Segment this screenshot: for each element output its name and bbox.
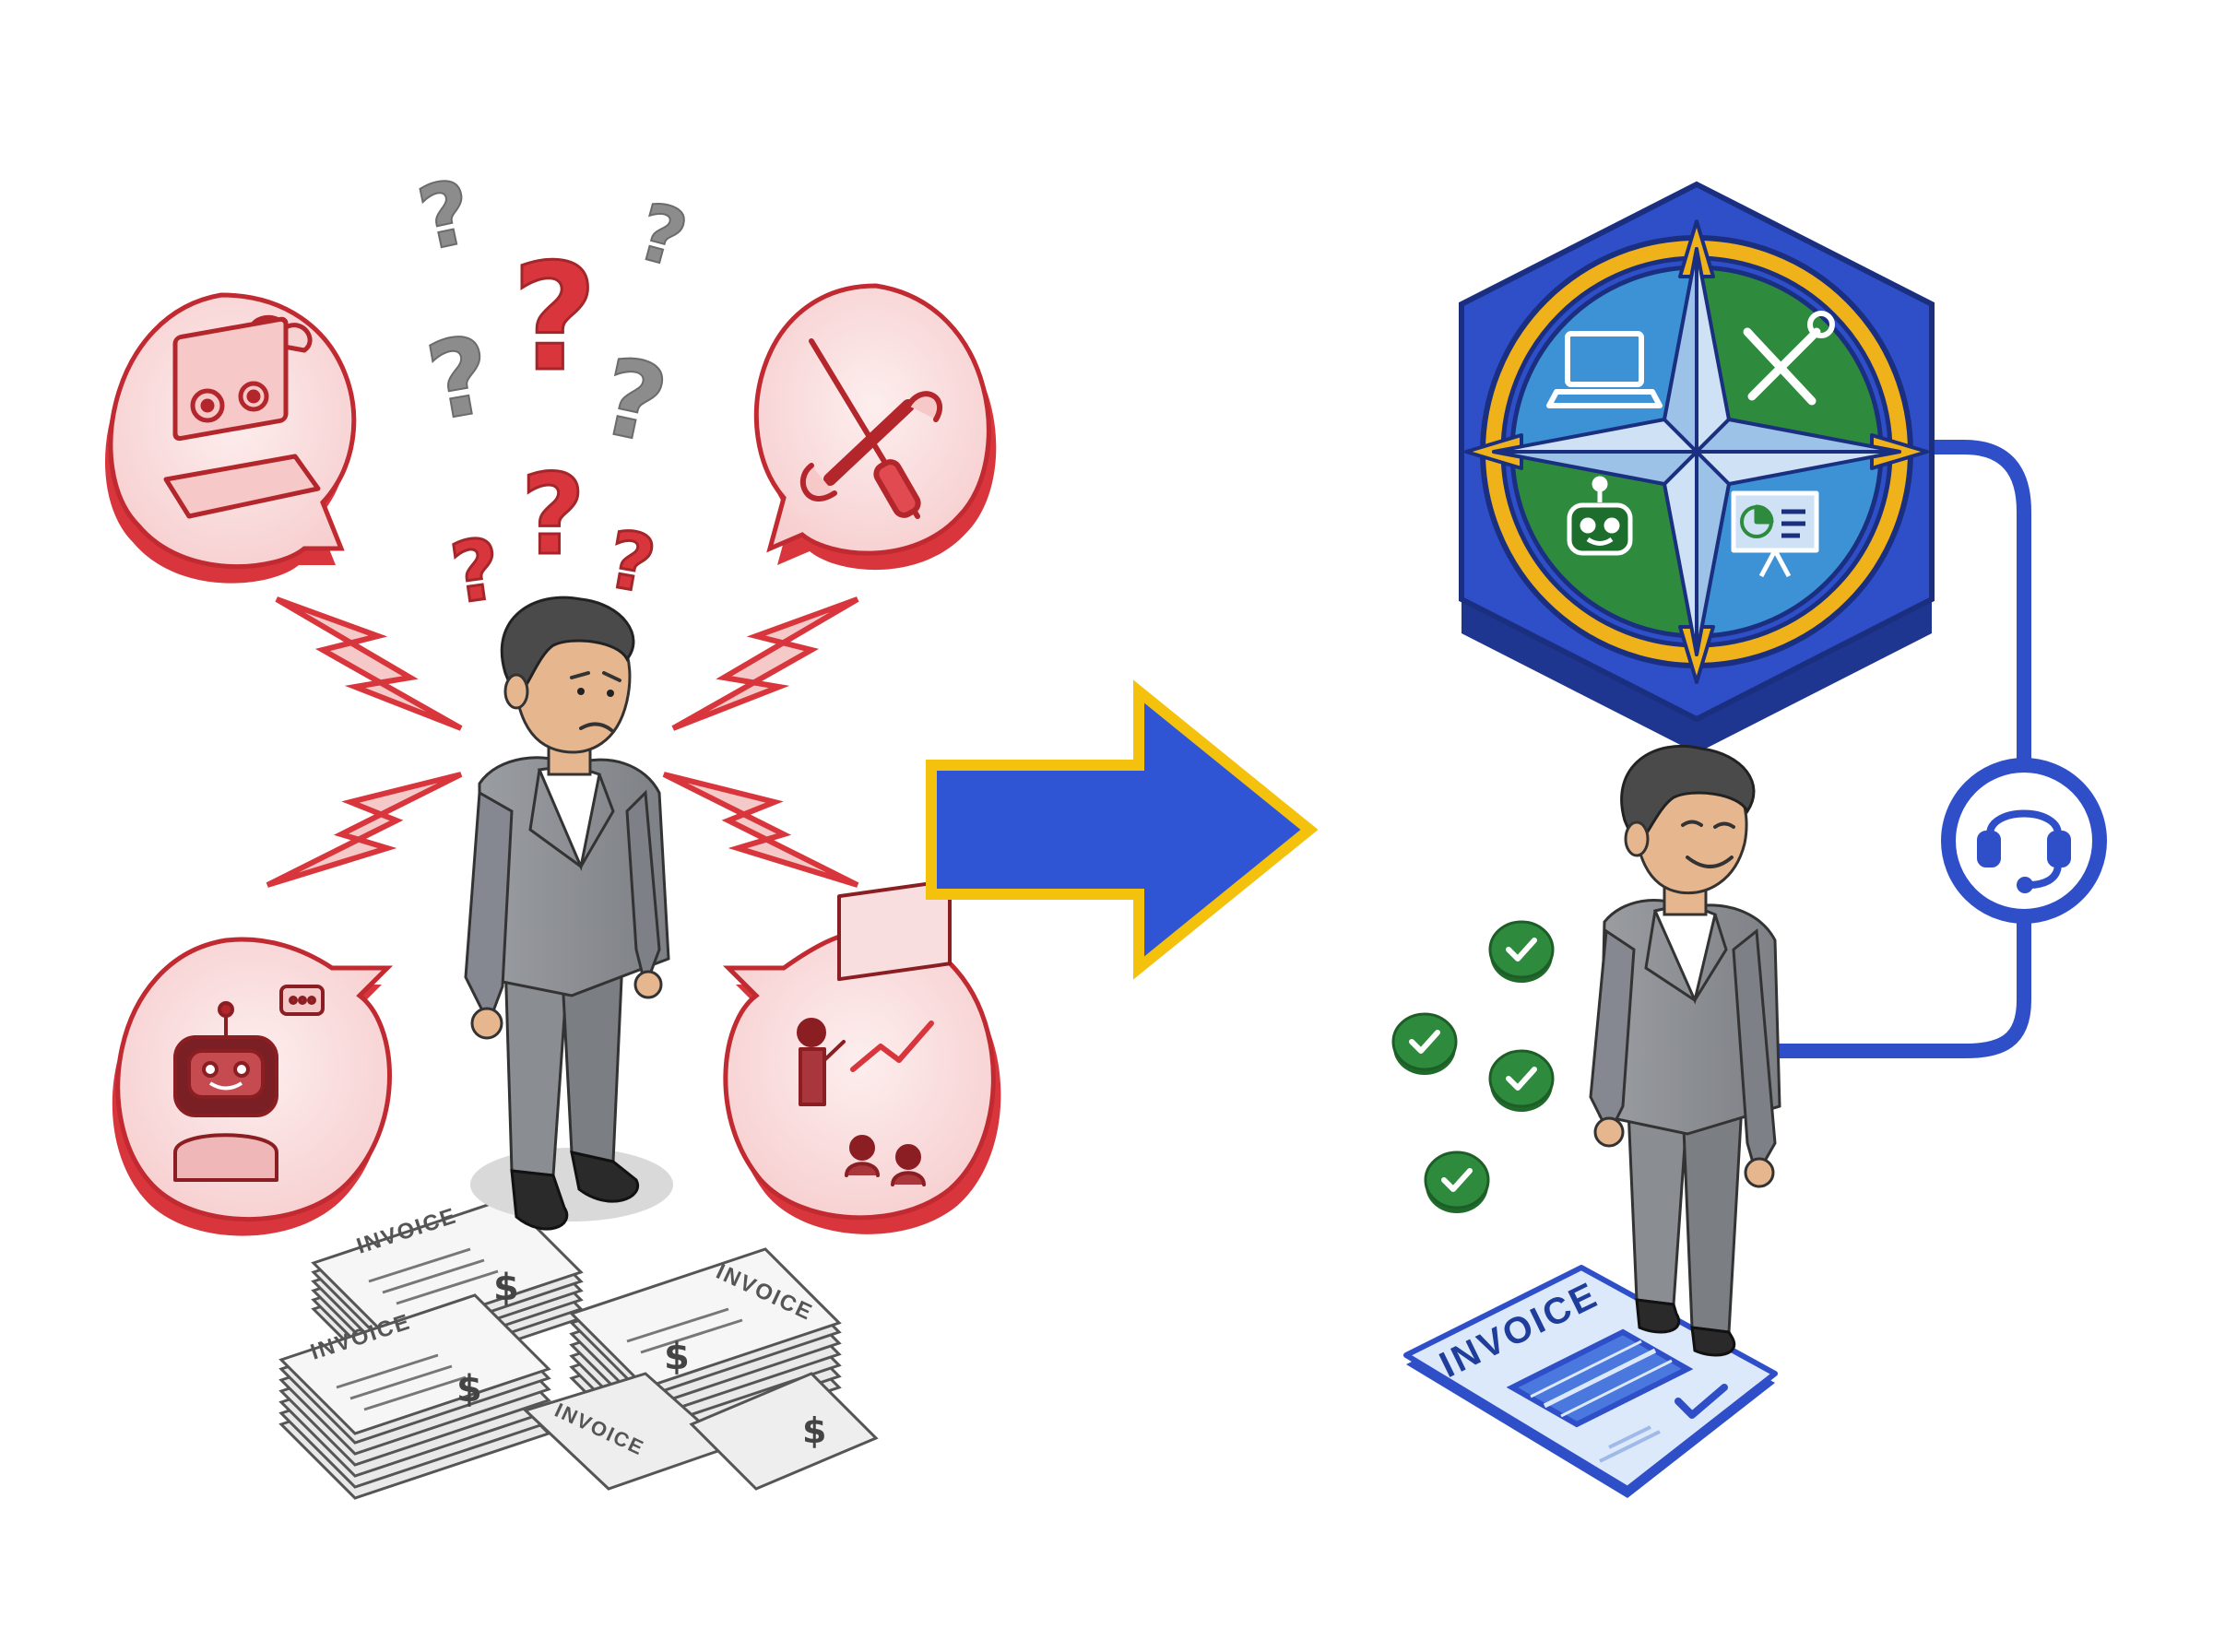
robot-chat-icon [173,985,325,1182]
transition-arrow [926,679,1319,980]
lightning-bolt-icon [671,596,859,731]
support-headset-node [1941,758,2107,924]
problem-bubble-tools [754,283,997,571]
lightning-bolt-icon [266,772,463,888]
question-mark-5: ? [591,335,677,468]
checkmark-icon [1675,1384,1728,1419]
question-mark-8: ? [601,514,662,612]
problem-scene: ? ? ? ? ? ? ? ? [105,160,1001,1500]
invoice-stack-b: INVOICE $ [278,1293,551,1500]
lightning-bolts [266,596,859,888]
invoice-stacks: INVOICE $ INVOICE [278,1197,879,1500]
laptop-gears-cloud-icon [163,314,321,519]
solution-scene: INVOICE [1393,181,2107,1498]
dollar-sign: $ [802,1410,826,1451]
problem-bubble-infrastructure [105,292,357,584]
lightning-bolt-icon [662,772,859,888]
question-mark-4: ? [419,313,501,445]
loose-invoice-sheets: INVOICE $ [523,1372,879,1491]
checkmark-icon [1393,1014,1456,1075]
question-mark-3: ? [512,231,598,404]
stressed-businessman [464,596,673,1231]
presenter-chart-icon [797,879,952,1186]
problem-bubble-ai [112,937,394,1236]
question-marks: ? ? ? ? ? ? ? ? [409,160,697,624]
support-connector [1768,440,2031,1058]
headset-icon [1977,809,2071,893]
laptop-icon [1546,331,1663,408]
tools-icon [1743,311,1835,406]
dollar-sign: $ [493,1267,519,1309]
robot-icon [1567,476,1633,556]
question-mark-2: ? [628,186,695,286]
success-checks [1393,922,1553,1213]
question-mark-6: ? [521,452,586,580]
compass-badge [1459,181,1935,753]
checkmark-icon [1490,922,1553,983]
dollar-sign: $ [664,1336,690,1378]
organized-invoice: INVOICE [1403,1265,1778,1498]
presentation-chart-icon [1731,490,1819,578]
dollar-sign: $ [456,1368,482,1410]
invoice-table-icon [1506,1328,1694,1428]
problem-bubble-training [722,879,1001,1234]
question-mark-7: ? [445,520,506,622]
lightning-bolt-icon [275,596,463,731]
checkmark-icon [1426,1152,1488,1213]
happy-businessman [1589,744,1781,1357]
question-mark-1: ? [410,161,481,271]
checkmark-icon [1490,1051,1553,1112]
screwdriver-wrench-icon [799,338,943,519]
